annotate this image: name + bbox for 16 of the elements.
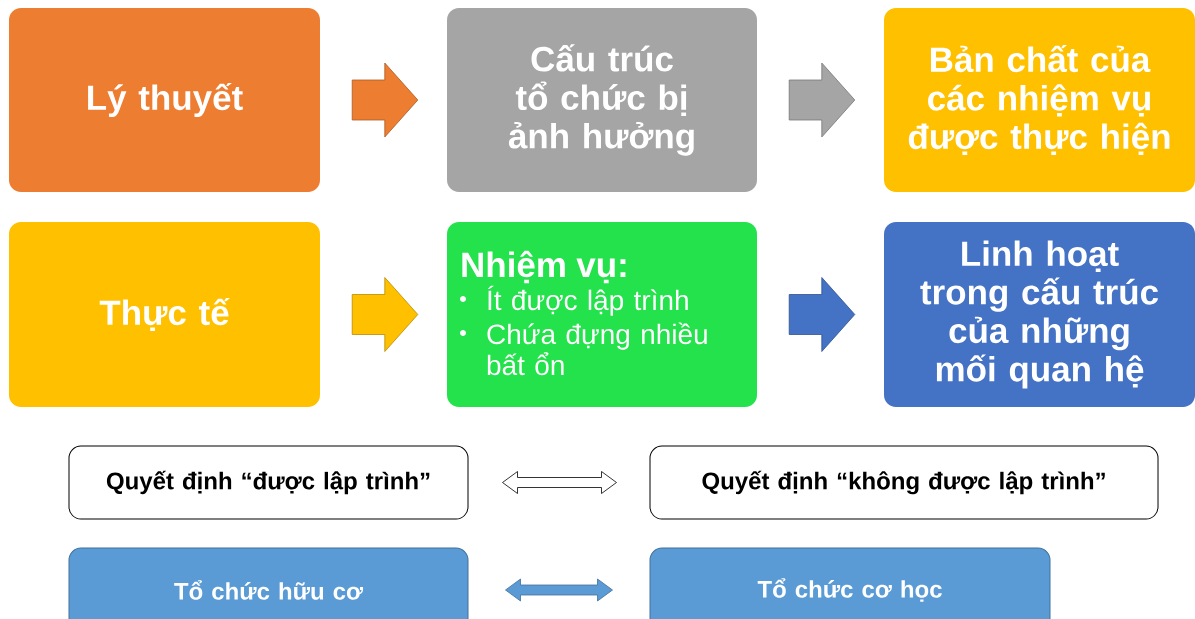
- process-box: Lý thuyết: [9, 8, 320, 192]
- process-box: Tổ chức hữu cơ: [68, 547, 469, 619]
- process-box: Quyết định “được lập trình”: [68, 445, 469, 520]
- process-box: Quyết định “không được lập trình”: [649, 445, 1159, 520]
- process-box: Tổ chức cơ học: [649, 547, 1051, 619]
- process-box: Bản chất của các nhiệm vụ được thực hiện: [884, 8, 1195, 192]
- process-box: Nhiệm vụ: Ít được lập trình Chứa đựng nhiều bất ổn: [447, 222, 757, 407]
- block-arrow: [351, 62, 419, 138]
- double-arrow: [505, 578, 613, 602]
- process-box: Cấu trúc tổ chức bị ảnh hưởng: [447, 8, 757, 192]
- block-arrow: [788, 277, 856, 352]
- block-arrow: [788, 62, 856, 138]
- process-box: Linh hoạt trong cấu trúc của những mối quan hệ: [884, 222, 1195, 407]
- double-arrow: [502, 471, 617, 494]
- process-box: Thực tế: [9, 222, 320, 407]
- block-arrow: [351, 277, 419, 352]
